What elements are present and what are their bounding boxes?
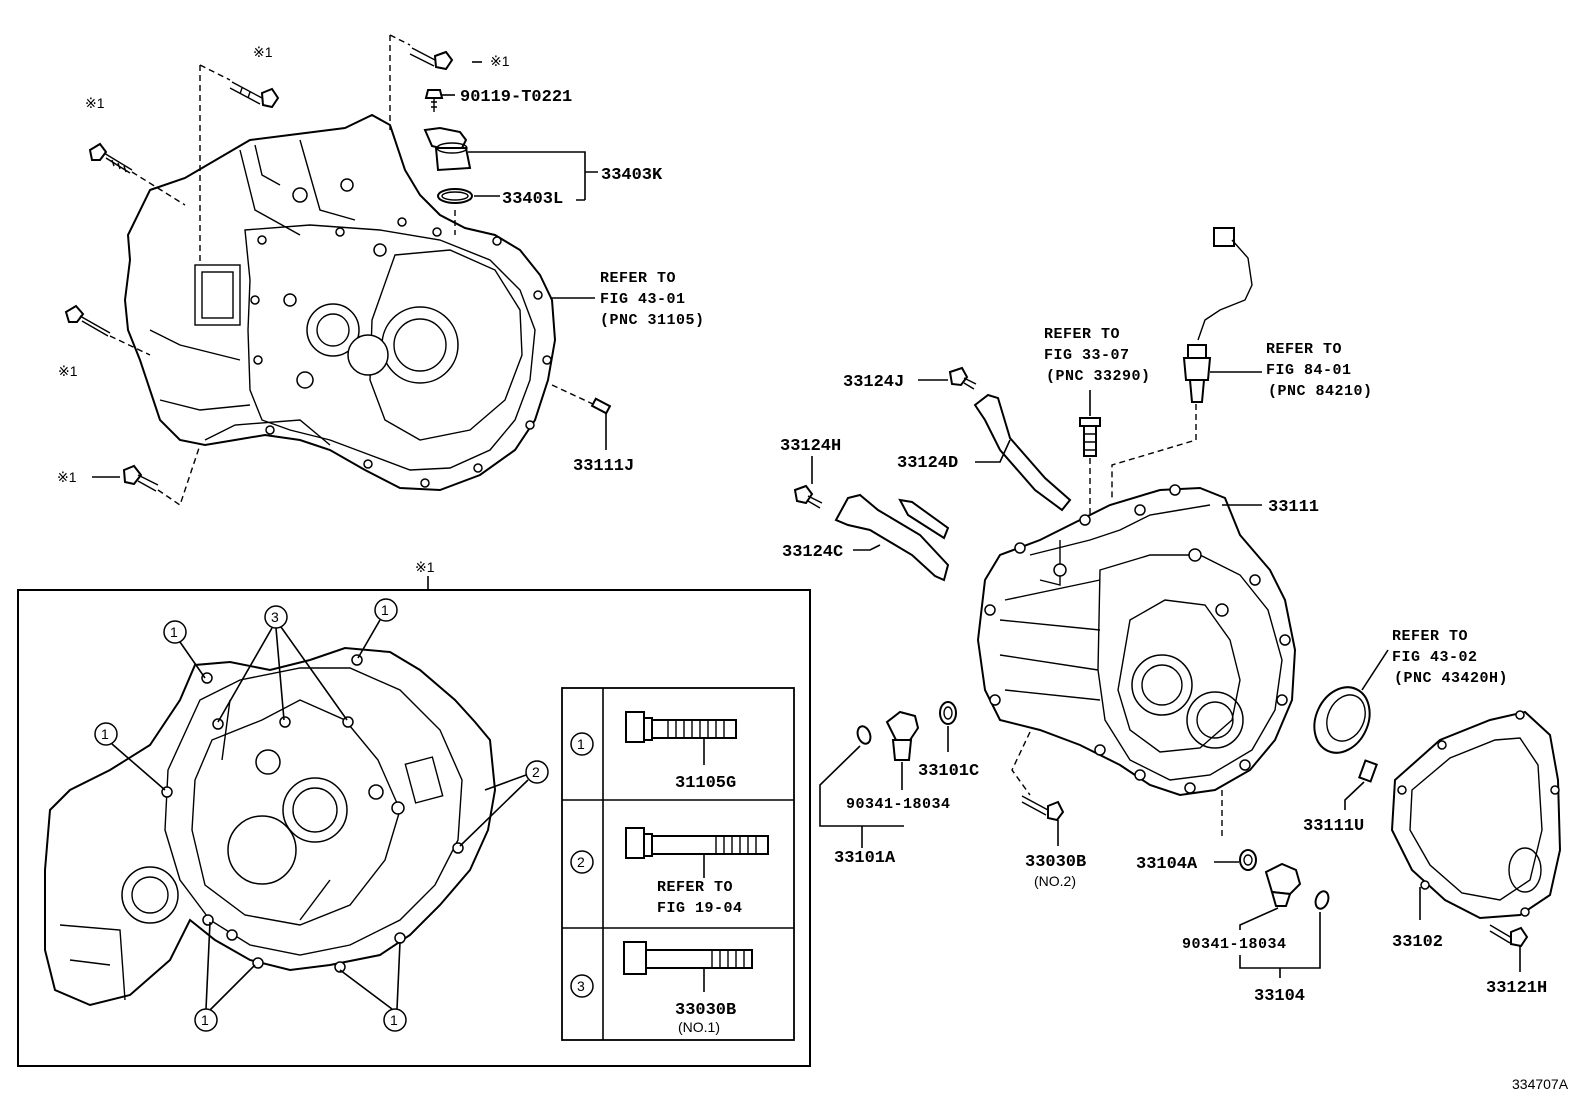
legend-part-31105g: 31105G: [675, 774, 736, 793]
bolt-90119-icon: [424, 89, 444, 112]
oil-seal-icon: [1313, 686, 1371, 754]
seal-33101c-icon: [939, 701, 957, 725]
inset-box: [17, 589, 811, 1067]
o-ring-icon: [437, 188, 473, 204]
ref-84-01-line3: (PNC 84210): [1268, 383, 1373, 400]
bolt-icon: [229, 81, 280, 109]
callout-33101a: 33101A: [834, 849, 896, 868]
case-cover-icon: [1390, 710, 1562, 920]
callout-33403l: 33403L: [502, 190, 563, 209]
transmission-case-right: [976, 484, 1297, 797]
legend-note-3: (NO.1): [678, 1019, 720, 1035]
callout-33124h: 33124H: [780, 437, 841, 456]
mark-label: ※1: [85, 95, 105, 111]
callout-33124c: 33124C: [782, 543, 843, 562]
bolt-icon: [122, 464, 159, 492]
callout-33403k: 33403K: [601, 166, 663, 185]
gasket-icon: [1314, 890, 1330, 910]
legend-key-3: 3: [577, 978, 585, 994]
ref-43-02-line3: (PNC 43420H): [1394, 670, 1508, 687]
bracket-33124c-icon: [834, 493, 950, 582]
bolt-33030b-icon: [623, 941, 753, 975]
bolt-icon: [88, 142, 133, 174]
callout-33111: 33111: [1268, 498, 1319, 517]
inset-callouts: 1 1 3 1 2 1 1: [94, 598, 549, 1032]
bolt-33030b-icon: [1021, 795, 1065, 822]
sensor-84210-icon: [1182, 227, 1253, 403]
svg-text:3: 3: [271, 609, 279, 625]
callout-33121h: 33121H: [1486, 979, 1547, 998]
callout-33111j: 33111J: [573, 457, 634, 476]
legend-key-2: 2: [577, 854, 585, 870]
gasket-icon: [856, 725, 872, 745]
legend-part-33030b: 33030B: [675, 1001, 736, 1020]
ref-43-02-line1: REFER TO: [1392, 628, 1468, 645]
ref-33-07-line1: REFER TO: [1044, 326, 1120, 343]
callout-33104: 33104: [1254, 987, 1305, 1006]
callout-33030b: 33030B: [1025, 853, 1086, 872]
pin-33111u-icon: [1358, 759, 1378, 783]
svg-text:2: 2: [532, 764, 540, 780]
pin-icon: [590, 397, 612, 415]
callout-33124j: 33124J: [843, 373, 904, 392]
mark-label: ※1: [57, 469, 77, 485]
seal-33104a-icon: [1239, 849, 1257, 871]
inset-legend-table: 1 31105G 2 REFER TO FIG 19-04 3: [561, 687, 795, 1041]
ref-43-01-line1: REFER TO: [600, 270, 676, 287]
bolt-fig19-icon: [625, 827, 769, 859]
svg-text:1: 1: [101, 726, 109, 742]
plug-33290-icon: [1079, 417, 1101, 457]
bolt-icon: [409, 47, 454, 71]
callout-33104a: 33104A: [1136, 855, 1198, 874]
diagram-id: 334707A: [1512, 1076, 1569, 1092]
callout-33030b-note: (NO.2): [1034, 873, 1076, 889]
legend-note-2a: REFER TO: [657, 879, 733, 896]
svg-text:1: 1: [170, 624, 178, 640]
callout-33111u: 33111U: [1303, 817, 1364, 836]
ref-43-01-line3: (PNC 31105): [600, 312, 705, 329]
bracket-33124d-icon: [973, 393, 1072, 512]
ref-43-01-line2: FIG 43-01: [600, 291, 686, 308]
ref-43-02-line2: FIG 43-02: [1392, 649, 1478, 666]
bolt-31105g-icon: [625, 711, 737, 743]
plug-icon: [885, 710, 920, 761]
bolt-icon: [64, 304, 111, 337]
ref-84-01-line2: FIG 84-01: [1266, 362, 1352, 379]
svg-text:1: 1: [201, 1012, 209, 1028]
ref-33-07-line2: FIG 33-07: [1044, 347, 1130, 364]
legend-key-1: 1: [577, 736, 585, 752]
bolt-33124h-icon: [793, 484, 823, 509]
bolt-33121h-icon: [1489, 924, 1529, 948]
callout-90341-a: 90341-18034: [846, 796, 951, 813]
transaxle-housing-left: [123, 113, 557, 492]
callout-33101c: 33101C: [918, 762, 979, 781]
inset-housing: [44, 646, 497, 1007]
bolt-33124j-icon: [948, 366, 977, 390]
ref-33-07-line3: (PNC 33290): [1046, 368, 1151, 385]
svg-text:1: 1: [390, 1012, 398, 1028]
mark-label: ※1: [490, 53, 510, 69]
svg-text:1: 1: [381, 602, 389, 618]
callout-33124d: 33124D: [897, 454, 958, 473]
sleeve-icon: [423, 126, 472, 172]
inset-mark: ※1: [415, 559, 435, 575]
plug-33104-icon: [1264, 862, 1302, 907]
mark-label: ※1: [58, 363, 78, 379]
legend-note-2b: FIG 19-04: [657, 900, 743, 917]
mark-label: ※1: [253, 44, 273, 60]
ref-84-01-line1: REFER TO: [1266, 341, 1342, 358]
callout-33102: 33102: [1392, 933, 1443, 952]
callout-90341-b: 90341-18034: [1182, 936, 1287, 953]
callout-90119: 90119-T0221: [460, 88, 572, 107]
